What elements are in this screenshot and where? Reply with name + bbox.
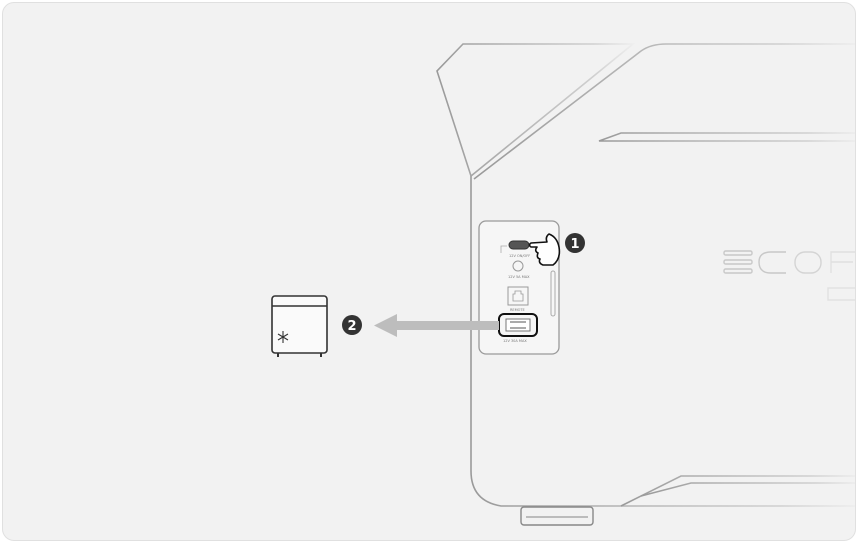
ecoflow-logo [724, 251, 855, 300]
diagram-svg: 12V ON/OFF 12V 5A MAX REMOTE 12V 30A MAX… [3, 3, 855, 540]
dc-port-label: 12V 5A MAX [508, 275, 530, 279]
svg-text:2: 2 [347, 319, 356, 334]
fridge-icon [272, 296, 327, 357]
step-1-marker: 1 [565, 233, 585, 253]
car-port-label: 12V 30A MAX [503, 339, 527, 343]
svg-text:1: 1 [570, 237, 579, 252]
power-button[interactable] [509, 241, 529, 249]
remote-port-label: REMOTE [510, 308, 525, 312]
power-button-label: 12V ON/OFF [509, 254, 530, 258]
step-2-marker: 2 [342, 315, 362, 335]
car-port [506, 319, 530, 331]
device-feet [521, 507, 593, 525]
